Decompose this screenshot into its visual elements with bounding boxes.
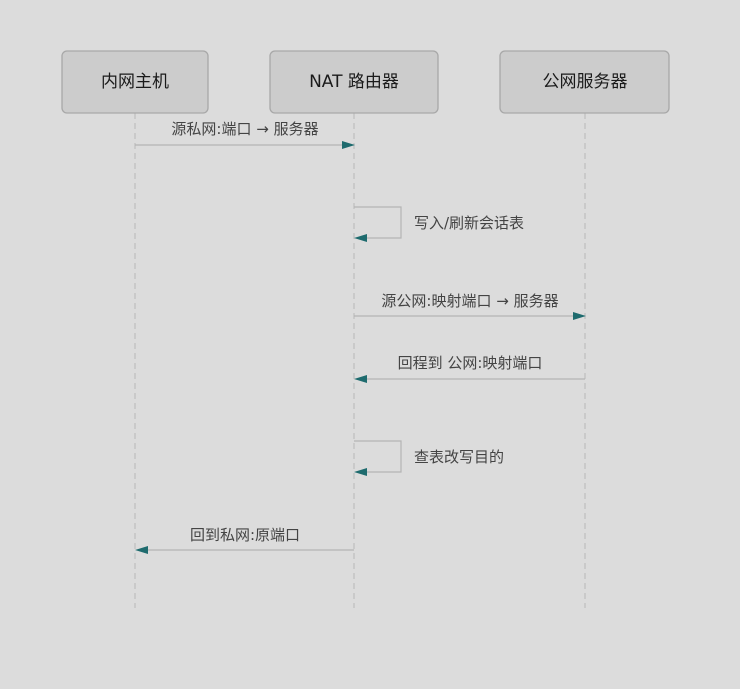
actor-host: 内网主机 xyxy=(61,50,209,114)
arrow-head xyxy=(573,312,586,320)
actor-host-label: 内网主机 xyxy=(101,72,169,92)
self-loop-line xyxy=(354,206,402,239)
actor-nat-box xyxy=(269,50,439,114)
message-host-to-nat: 源私网:端口 → 服务器 xyxy=(135,120,355,149)
arrow-head xyxy=(354,234,367,242)
actor-server-label: 公网服务器 xyxy=(543,72,628,92)
message-label: 回到私网:原端口 xyxy=(190,526,300,544)
message-label: 源公网:映射端口 → 服务器 xyxy=(381,292,558,310)
arrow-head xyxy=(342,141,355,149)
actor-host-box xyxy=(61,50,209,114)
message-label: 源私网:端口 → 服务器 xyxy=(171,120,318,138)
message-nat-self-lookup: 查表改写目的 xyxy=(354,440,504,476)
arrow-head xyxy=(354,468,367,476)
message-label: 写入/刷新会话表 xyxy=(414,214,524,232)
actor-server-box xyxy=(499,50,670,114)
actor-server: 公网服务器 xyxy=(499,50,670,114)
actor-nat-label: NAT 路由器 xyxy=(309,72,399,92)
message-nat-self-write: 写入/刷新会话表 xyxy=(354,206,524,242)
message-server-to-nat: 回程到 公网:映射端口 xyxy=(354,354,585,383)
message-nat-to-server: 源公网:映射端口 → 服务器 xyxy=(354,292,586,320)
message-label: 查表改写目的 xyxy=(414,448,504,466)
arrow-head xyxy=(135,546,148,554)
message-nat-to-host: 回到私网:原端口 xyxy=(135,526,354,554)
self-loop-line xyxy=(354,440,402,473)
message-label: 回程到 公网:映射端口 xyxy=(398,354,543,372)
actor-nat: NAT 路由器 xyxy=(269,50,439,114)
arrow-head xyxy=(354,375,367,383)
